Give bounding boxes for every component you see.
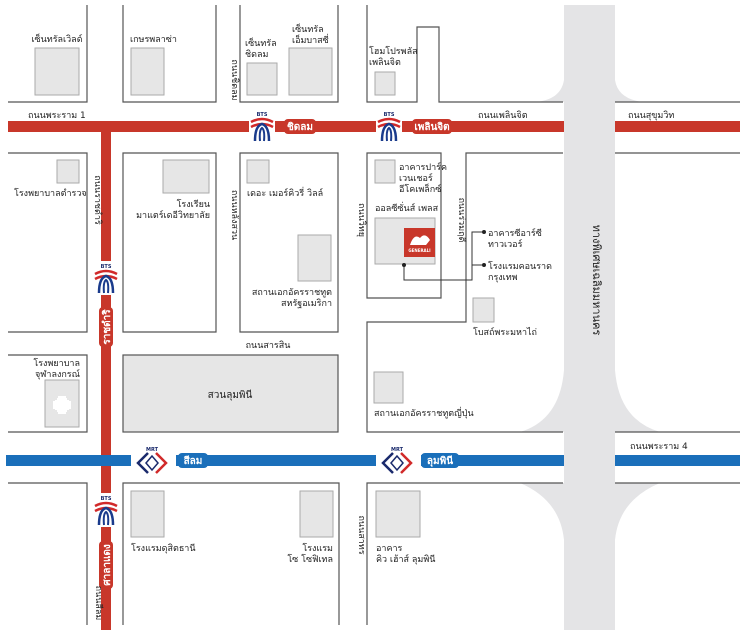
- bts-icon-label: BTS: [384, 112, 395, 118]
- hospital-cross-icon: [53, 396, 71, 414]
- road-rama4: ถนนพระราม 4: [630, 442, 688, 452]
- place-mater-dei: โรงเรียน: [177, 199, 210, 210]
- place-crc-tower: ทาวเวอร์: [488, 238, 523, 250]
- place-homepro: โฮมโปรพลัส: [369, 46, 418, 57]
- mrt-icon-label: MRT: [391, 447, 404, 453]
- road-ratchadamri: ถนนราชดำริ: [92, 175, 103, 225]
- place-mater-dei: มาแตร์เดอีวิทยาลัย: [136, 209, 210, 221]
- station-saladaeng[interactable]: ศาลาแดง: [99, 541, 113, 589]
- bts-station-icon[interactable]: BTS: [93, 493, 119, 527]
- pointer-dot: [402, 263, 406, 267]
- place-lumpini-park: สวนลุมพินี: [208, 389, 253, 401]
- station-label: ชิดลม: [287, 121, 313, 133]
- place-chula-hospital: จุฬาลงกรณ์: [35, 368, 80, 380]
- station-label: ศาลาแดง: [102, 544, 113, 586]
- station-ratchadamri[interactable]: ราชดำริ: [99, 307, 113, 347]
- place-gaysorn: เกษรพลาซ่า: [130, 35, 177, 45]
- city-blocks: [8, 5, 740, 625]
- station-mrt-lumpini[interactable]: ลุมพินี: [421, 453, 459, 468]
- generali-logo-text: GENERALI: [408, 248, 431, 253]
- mrt-station-icon[interactable]: MRT: [134, 444, 170, 474]
- road-wireless: ถนนวิทยุ: [356, 203, 367, 237]
- station-label: สีลม: [184, 455, 203, 467]
- pointer-dot: [482, 230, 486, 234]
- station-chidlom[interactable]: ชิดลม: [284, 119, 316, 134]
- place-conrad: โรงแรมคอนราด: [488, 261, 552, 272]
- mrt-station-icon[interactable]: MRT: [379, 444, 415, 474]
- place-homepro: เพลินจิต: [369, 57, 401, 68]
- place-q-house: คิว เฮ้าส์ ลุมพินี: [376, 553, 435, 565]
- road-sarasin: ถนนสารสิน: [246, 340, 291, 351]
- lumpini-park: [122, 354, 339, 433]
- road-ruamrudee: ถนนร่วมฤดี: [456, 198, 467, 243]
- road-sukhumvit: ถนนสุขุมวิท: [628, 110, 674, 121]
- expressway: [520, 5, 660, 630]
- road-silom: ถนนสีลม: [93, 586, 104, 621]
- place-chula-hospital: โรงพยาบาล: [33, 358, 80, 369]
- place-dusit-thani: โรงแรมดุสิตธานี: [131, 543, 196, 554]
- station-label: เพลินจิต: [414, 121, 449, 133]
- pointer-dot: [482, 263, 486, 267]
- place-park-ventures: อาคารปาร์ค: [399, 161, 447, 173]
- station-label: ลุมพินี: [427, 455, 453, 467]
- generali-logo: GENERALI: [404, 228, 435, 257]
- place-japan-embassy: สถานเอกอัครราชทูตญี่ปุ่น: [374, 406, 474, 419]
- place-q-house: อาคาร: [376, 544, 403, 554]
- bts-station-icon[interactable]: BTS: [93, 261, 119, 295]
- place-park-ventures: เวนเชอร์: [399, 172, 433, 184]
- place-us-embassy: สถานเอกอัครราชทูต: [252, 288, 332, 298]
- place-central-embassy: เซ็นทรัล: [292, 22, 324, 35]
- place-park-ventures: อีโคเพล็กซ์: [399, 182, 441, 195]
- place-centralworld: เซ็นทรัลเวิลด์: [31, 32, 82, 45]
- bts-icon-label: BTS: [101, 264, 112, 270]
- station-ploenchit[interactable]: เพลินจิต: [412, 119, 452, 134]
- station-mrt-silom[interactable]: สีลม: [178, 453, 208, 468]
- place-all-seasons: ออลซีซั่นส์ เพลส: [375, 201, 439, 214]
- road-rama1: ถนนพระราม 1: [28, 111, 86, 121]
- place-central-chidlom: ชิดลม: [245, 49, 268, 60]
- place-central-embassy: เอ็มบาสซี่: [292, 33, 329, 46]
- road-sathorn: ถนนสาทร: [356, 515, 366, 554]
- bts-icon-label: BTS: [101, 496, 112, 502]
- bts-station-icon[interactable]: BTS: [376, 109, 402, 143]
- pointer-lines: [403, 231, 482, 281]
- bts-station-icon[interactable]: BTS: [249, 109, 275, 143]
- road-ploenchit: ถนนเพลินจิต: [478, 110, 528, 121]
- place-mercury-ville: เดอะ เมอร์คิวรี่ วิลล์: [247, 186, 323, 199]
- place-conrad: กรุงเทพ: [488, 273, 518, 283]
- place-police-hospital: โรงพยาบาลตำรวจ: [14, 188, 87, 199]
- station-label: ราชดำริ: [101, 309, 113, 345]
- road-chidlom: ถนนชิดลม: [229, 59, 240, 100]
- place-holy-redeemer: โบสถ์พระมหาไถ่: [473, 326, 537, 338]
- road-expressway: ทางพิเศษเฉลิมมหานคร: [590, 225, 603, 336]
- road-langsuan: ถนนหลังสวน: [229, 190, 239, 240]
- bts-icon-label: BTS: [257, 112, 268, 118]
- place-sofitel: โซ โซฟิเทล: [287, 554, 333, 565]
- place-central-chidlom: เซ็นทรัล: [245, 36, 277, 49]
- place-us-embassy: สหรัฐอเมริกา: [281, 298, 332, 309]
- place-crc-tower: อาคารซีอาร์ซี: [488, 227, 542, 239]
- place-sofitel: โรงแรม: [302, 543, 333, 554]
- mrt-line: [6, 455, 740, 466]
- mrt-icon-label: MRT: [146, 447, 159, 453]
